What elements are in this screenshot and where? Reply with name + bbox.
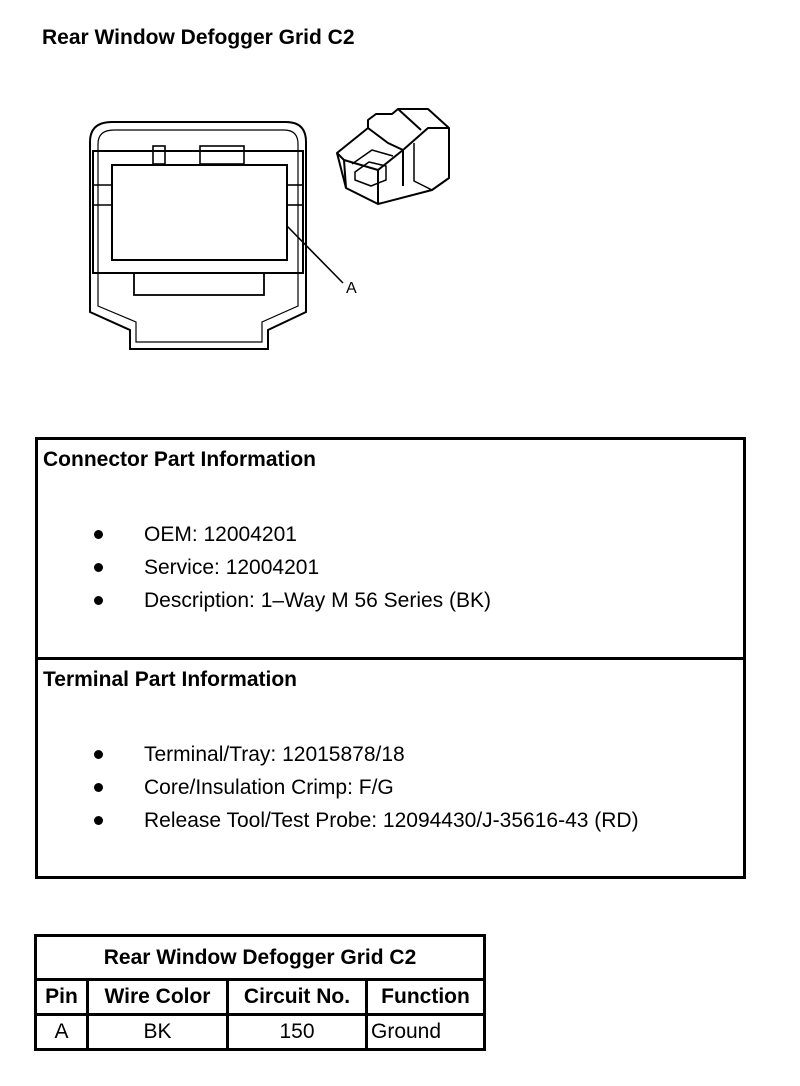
connector-figure: A [89, 108, 450, 350]
list-item: Service: 12004201 [38, 551, 743, 584]
header-function: Function [365, 978, 486, 1016]
cell-wire-color: BK [86, 1013, 229, 1051]
terminal-part-information: Terminal Part Information Terminal/Tray:… [38, 660, 743, 876]
bullet-icon [94, 783, 103, 792]
table-row: A BK 150 Ground [34, 1013, 486, 1051]
connector-info-list: OEM: 12004201 Service: 12004201 Descript… [38, 518, 743, 617]
page-title: Rear Window Defogger Grid C2 [42, 26, 355, 49]
callout-label: A [346, 280, 357, 297]
oem-part-number: OEM: 12004201 [144, 523, 297, 546]
terminal-tray: Terminal/Tray: 12015878/18 [144, 743, 405, 766]
header-pin: Pin [34, 978, 89, 1016]
section-divider [38, 657, 743, 660]
core-insulation-crimp: Core/Insulation Crimp: F/G [144, 776, 394, 799]
bullet-icon [94, 596, 103, 605]
terminal-info-heading: Terminal Part Information [43, 668, 297, 691]
list-item: Core/Insulation Crimp: F/G [38, 771, 743, 804]
list-item: Terminal/Tray: 12015878/18 [38, 738, 743, 771]
service-part-number: Service: 12004201 [144, 556, 320, 579]
pin-table: Rear Window Defogger Grid C2 Pin Wire Co… [34, 934, 486, 1051]
list-item: OEM: 12004201 [38, 518, 743, 551]
bullet-icon [94, 750, 103, 759]
connector-part-information: Connector Part Information OEM: 12004201… [38, 440, 743, 657]
part-information-box: Connector Part Information OEM: 12004201… [35, 437, 746, 879]
release-tool-test-probe: Release Tool/Test Probe: 12094430/J-3561… [144, 809, 639, 832]
cell-function: Ground [365, 1013, 486, 1051]
bullet-icon [94, 530, 103, 539]
bullet-icon [94, 816, 103, 825]
pin-table-header: Pin Wire Color Circuit No. Function [34, 978, 486, 1016]
connector-face-view-icon [89, 121, 344, 350]
cell-pin: A [34, 1013, 89, 1051]
connector-info-heading: Connector Part Information [43, 448, 317, 471]
connector-description: Description: 1–Way M 56 Series (BK) [144, 589, 492, 612]
bullet-icon [94, 563, 103, 572]
list-item: Description: 1–Way M 56 Series (BK) [38, 584, 743, 617]
connector-3d-view-icon [336, 108, 450, 205]
terminal-info-list: Terminal/Tray: 12015878/18 Core/Insulati… [38, 738, 743, 837]
cell-circuit-no: 150 [226, 1013, 368, 1051]
pin-table-title: Rear Window Defogger Grid C2 [34, 934, 486, 981]
header-circuit-no: Circuit No. [226, 978, 368, 1016]
list-item: Release Tool/Test Probe: 12094430/J-3561… [38, 804, 743, 837]
header-wire-color: Wire Color [86, 978, 229, 1016]
